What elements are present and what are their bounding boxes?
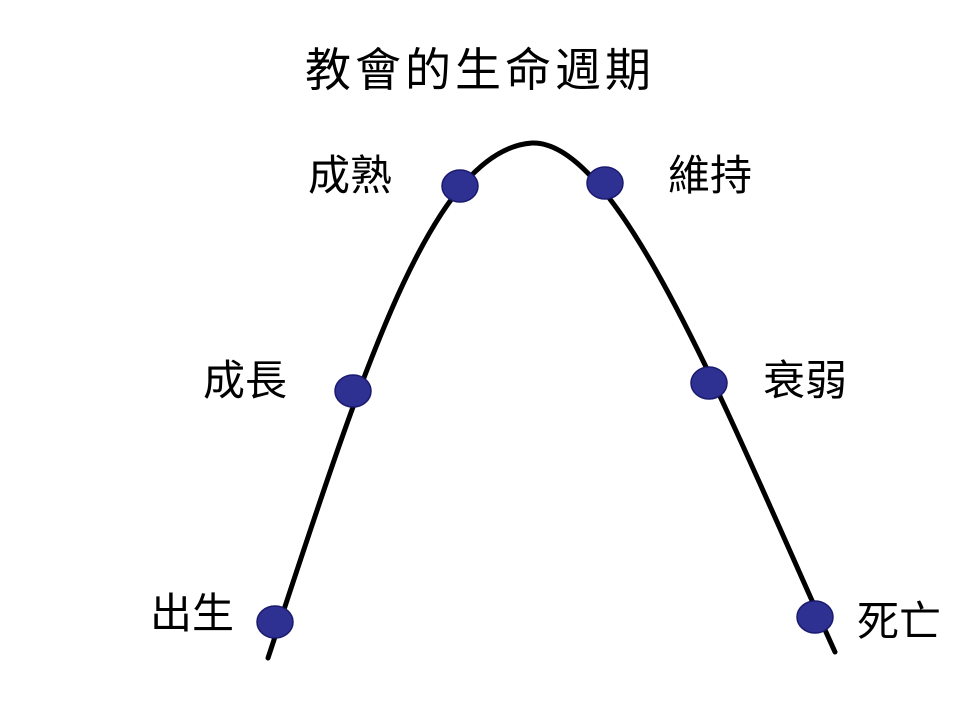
stage-node-death <box>796 600 834 634</box>
stage-label-death: 死亡 <box>857 597 941 646</box>
stage-label-birth: 出生 <box>150 589 234 638</box>
stage-labels: 出生 成長 成熟 維持 衰弱 死亡 <box>150 151 941 646</box>
stage-label-maturity: 成熟 <box>308 151 392 200</box>
stage-node-maintenance <box>586 166 624 200</box>
stage-nodes <box>256 166 834 639</box>
diagram-title: 教會的生命週期 <box>305 43 655 97</box>
life-cycle-curve <box>265 140 838 661</box>
stage-node-decline <box>690 366 728 400</box>
stage-node-maturity <box>441 169 479 203</box>
stage-label-decline: 衰弱 <box>763 356 847 405</box>
stage-label-maintenance: 維持 <box>668 151 752 200</box>
stage-node-growth <box>334 374 372 408</box>
stage-label-growth: 成長 <box>203 356 287 405</box>
stage-node-birth <box>256 605 294 639</box>
